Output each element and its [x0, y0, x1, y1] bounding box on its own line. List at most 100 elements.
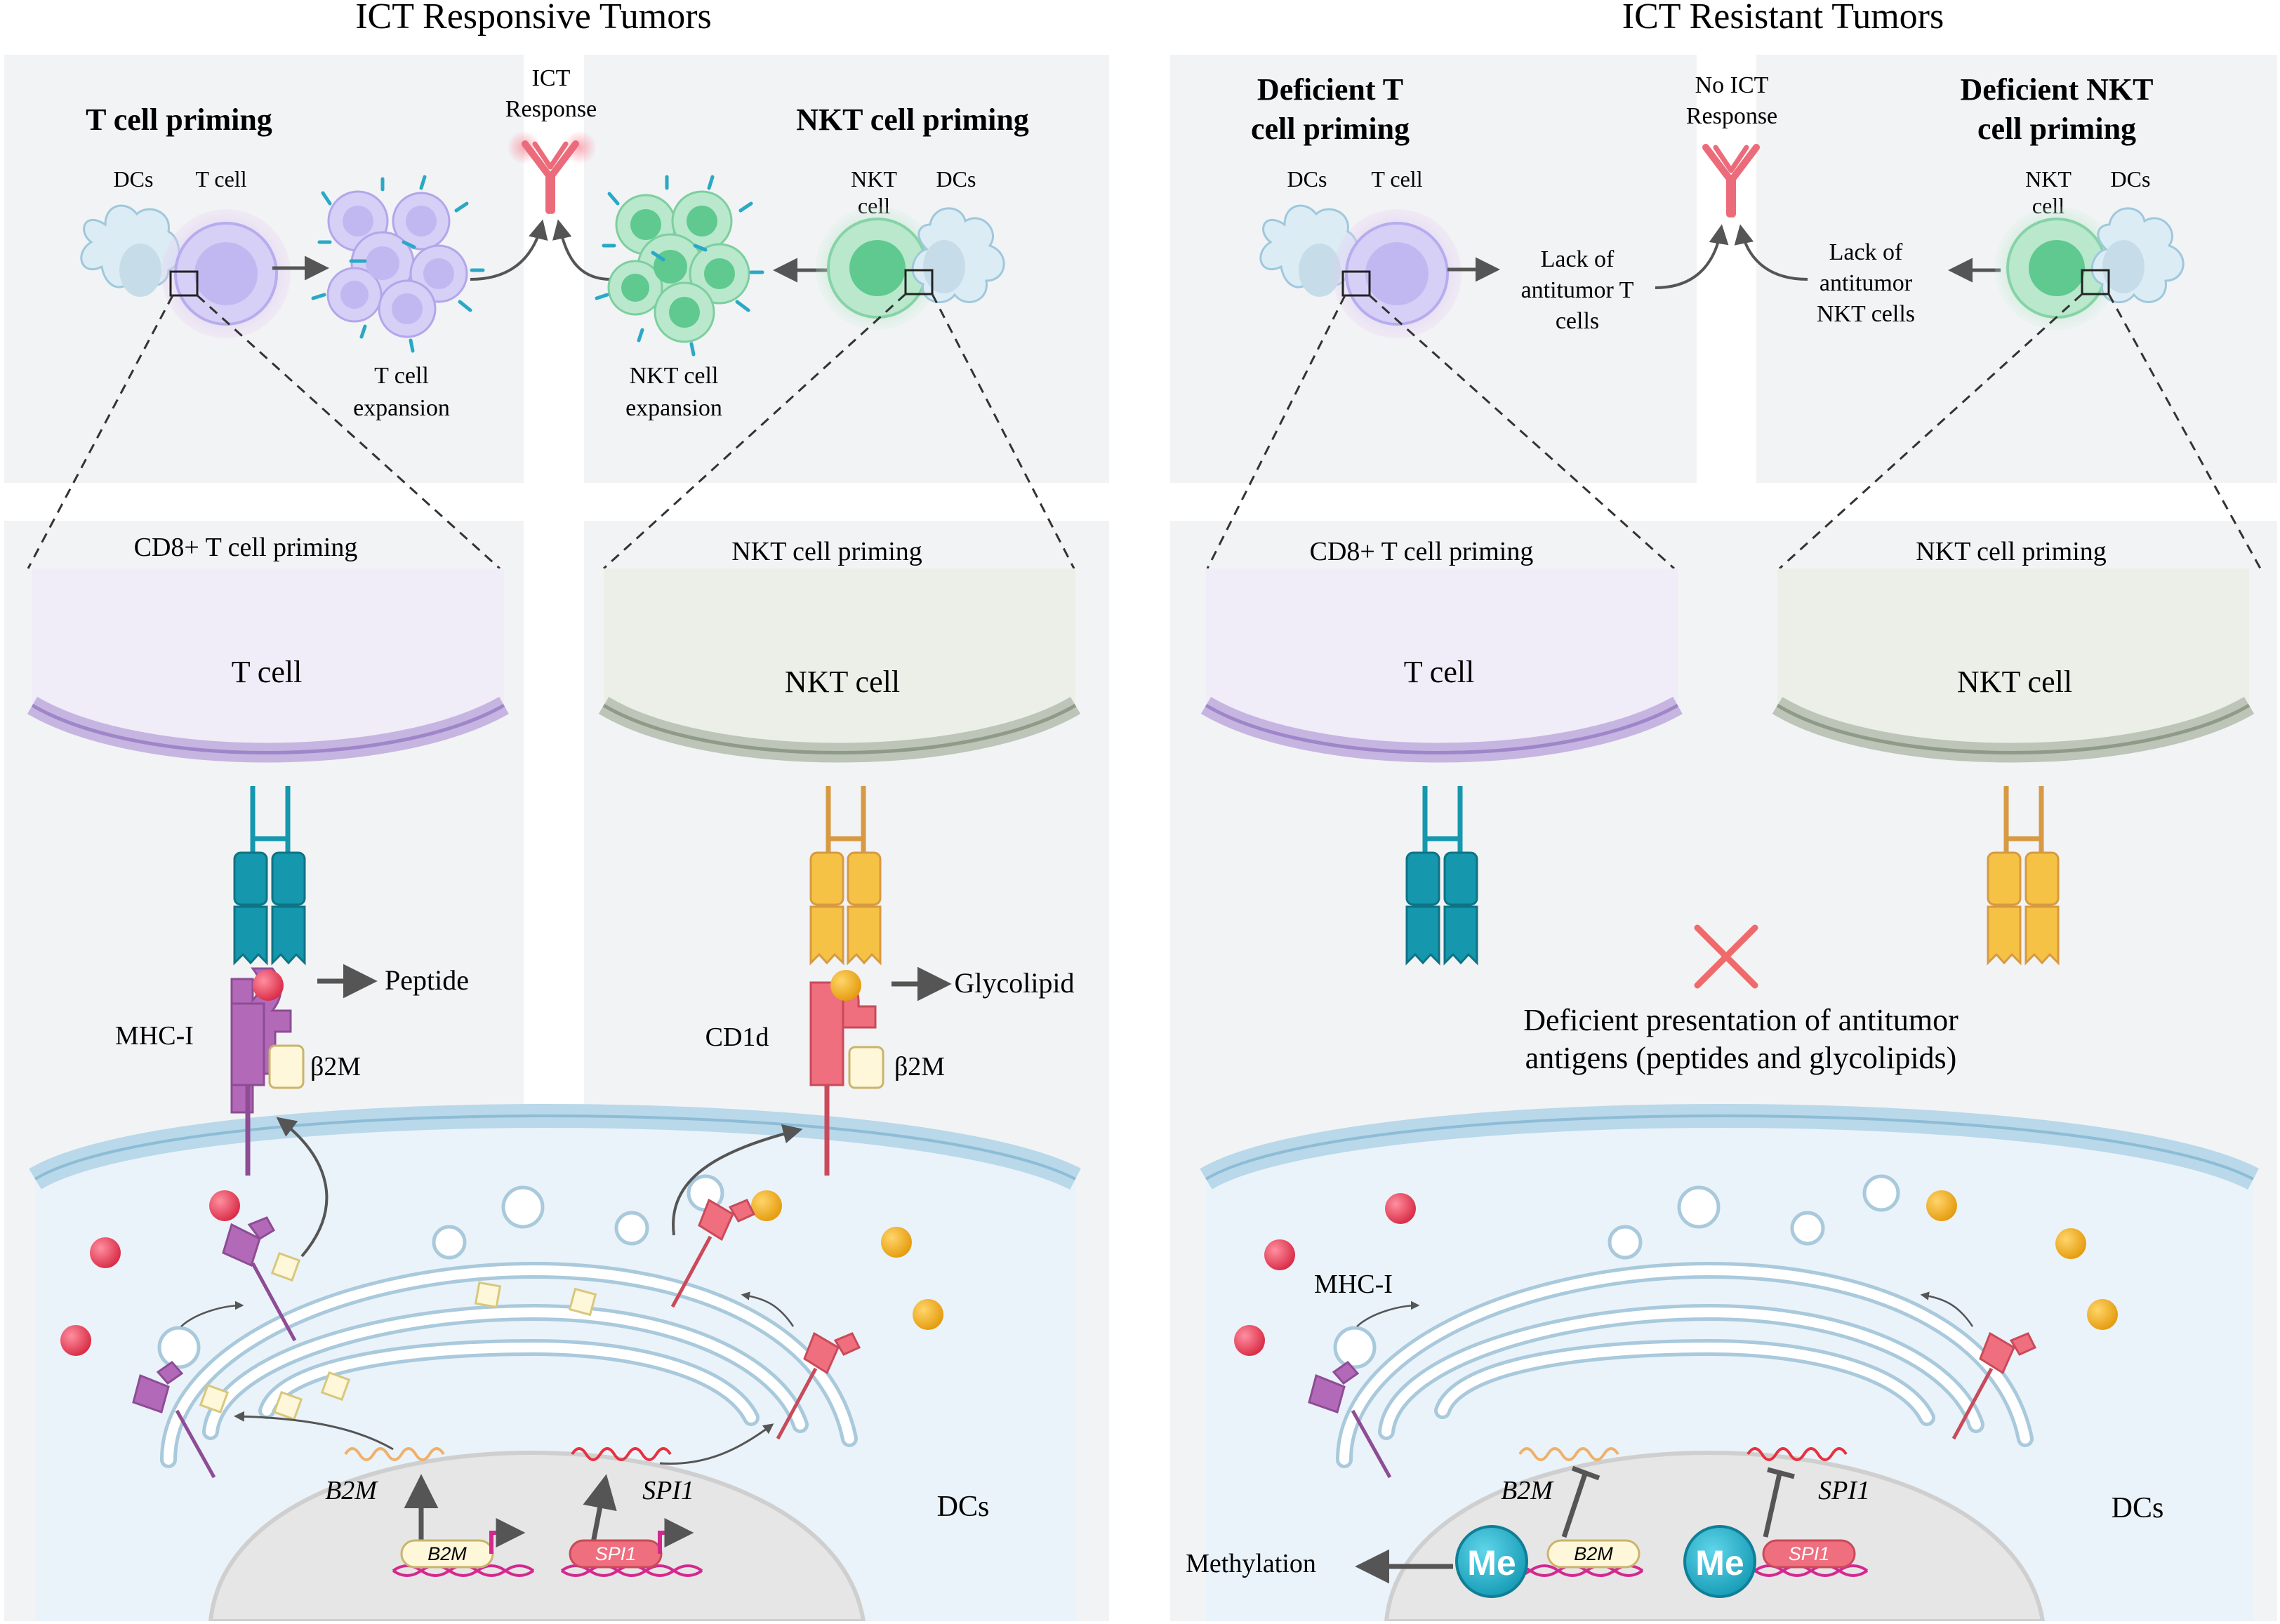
- mhc-i-small-1: [222, 1216, 297, 1342]
- lack-nkt-label-2: antitumor: [1820, 270, 1913, 296]
- spi1-gene-right: SPI1: [1818, 1476, 1870, 1505]
- b2m-mrna-left: [344, 1447, 445, 1461]
- arrow-er-to-mhc-right: [1356, 1300, 1420, 1327]
- mhc-i-small-2: [132, 1360, 216, 1479]
- t-cell-label-right-top: T cell: [1371, 166, 1422, 192]
- arrow-er-to-mhc: [180, 1300, 244, 1327]
- cd1d-receptor-left: [809, 981, 884, 1176]
- lack-nkt-label-3: NKT cells: [1817, 301, 1915, 327]
- left-top-row: T cell priming NKT cell priming DCs T ce…: [27, 65, 1075, 570]
- deficient-presentation-2: antigens (peptides and glycolipids): [1525, 1041, 1957, 1075]
- b2m-promoter-label-left: B2M: [428, 1543, 467, 1564]
- lack-t-label-1: Lack of: [1541, 246, 1615, 272]
- left-bottom-scene: B2M SPI1 B2M SPI1 DCs: [27, 568, 1081, 1621]
- zoom-lines-left: [27, 293, 1075, 570]
- nkt-cell-body-right: [1777, 568, 2249, 747]
- nkt-cell-priming-heading: NKT cell priming: [796, 102, 1029, 137]
- dendritic-cell-icon-4: [2090, 207, 2185, 304]
- spi1-promoter-right: [1762, 1539, 1856, 1569]
- dendritic-cell-icon: [80, 204, 180, 297]
- right-bottom-scene: B2M SPI1 B2M SPI1 Me Me DCs: [1200, 568, 2259, 1621]
- methyl-label-1: Me: [1467, 1543, 1516, 1583]
- no-ict-label-1: No ICT: [1695, 72, 1769, 98]
- arrow-er-to-cd1d: [741, 1291, 795, 1327]
- mhc-i-small-right: [1308, 1360, 1392, 1479]
- mhc-i-label-right: MHC-I: [1314, 1270, 1393, 1299]
- dendritic-cell-icon-2: [911, 207, 1005, 304]
- nkt-cell-body-left: [604, 568, 1075, 747]
- t-cell-purple-icon: [161, 209, 291, 338]
- b2m-gene-left: B2M: [325, 1476, 378, 1505]
- spi1-tss-arrow-left: [658, 1518, 694, 1554]
- arrow-lack-t-to-ict: [1655, 224, 1729, 289]
- deficient-t-heading-1: Deficient T: [1257, 72, 1403, 107]
- glycolipids-free-left: [751, 1190, 943, 1330]
- ict-response-label-2: Response: [505, 96, 597, 122]
- lack-nkt-label-1: Lack of: [1829, 239, 1903, 265]
- nkt-tcr-receptor-right: [1987, 786, 2060, 966]
- peptides-free-right: [1234, 1193, 1416, 1356]
- mhc-i-label-left: MHC-I: [115, 1021, 194, 1051]
- t-cell-expansion-cluster: [311, 175, 485, 353]
- arrow-t-to-ict: [470, 219, 548, 281]
- t-cell-label-left: T cell: [232, 655, 303, 689]
- nkt-cell-label-right-1: NKT: [2025, 166, 2072, 192]
- arrow-b2m-to-er: [234, 1411, 394, 1451]
- zoom-box-left: [169, 270, 199, 297]
- methyl-group-2: Me: [1683, 1525, 1756, 1598]
- zoom-box-right-2: [2081, 269, 2110, 295]
- inhibit-spi1-right: [1763, 1467, 1795, 1538]
- b2m-gene-right: B2M: [1501, 1476, 1554, 1505]
- dcs-label-bottom-right: DCs: [2112, 1492, 2164, 1524]
- deficient-nkt-heading-2: cell priming: [1977, 112, 2136, 146]
- inhibit-b2m-right: [1561, 1465, 1600, 1538]
- cd1d-small-2: [776, 1331, 861, 1440]
- spi1-mrna-right: [1747, 1447, 1848, 1461]
- tcr-receptor-left: [233, 786, 306, 966]
- right-title: ICT Resistant Tumors: [1622, 0, 1944, 36]
- peptide-label: Peptide: [385, 964, 469, 996]
- glycolipid-bound-left: [830, 970, 861, 1001]
- cross-icon: [1694, 924, 1758, 989]
- lack-t-label-2: antitumor T: [1521, 277, 1634, 303]
- vesicles-right: [1333, 1174, 1900, 1369]
- vesicles-left: [157, 1174, 724, 1369]
- methyl-group-1: Me: [1455, 1525, 1528, 1598]
- nkt-cell-label-right: NKT cell: [1957, 665, 2072, 699]
- t-cell-body-left: [32, 568, 504, 747]
- dcs-label-bottom-left: DCs: [937, 1491, 990, 1523]
- left-title: ICT Responsive Tumors: [355, 0, 712, 36]
- cd1d-small-1: [670, 1198, 756, 1308]
- arrow-spi1-to-er: [659, 1423, 774, 1465]
- t-cell-label-right: T cell: [1404, 655, 1475, 689]
- b2m-label-left-2: β2M: [894, 1052, 945, 1081]
- arrow-mhc-to-surface: [276, 1117, 329, 1258]
- lack-t-label-3: cells: [1556, 308, 1599, 334]
- nkt-cell-label-left: NKT cell: [785, 665, 900, 699]
- methylation-label: Methylation: [1186, 1549, 1316, 1578]
- antibody-icon-left: [507, 131, 597, 214]
- arrow-lack-nkt-to-ict: [1734, 224, 1808, 281]
- no-ict-label-2: Response: [1686, 103, 1777, 129]
- right-top-row: Deficient T cell priming Deficient NKT c…: [1206, 72, 2262, 570]
- arrow-nkt-to-ict: [552, 219, 611, 281]
- dc-body-left: [35, 1116, 1075, 1621]
- cd8-priming-heading-right: CD8+ T cell priming: [1310, 537, 1534, 566]
- b2m-label-left: β2M: [310, 1052, 361, 1081]
- nkt-tcr-receptor-left: [809, 786, 882, 966]
- nkt-expansion-label-2: expansion: [625, 395, 722, 421]
- nkt-expansion-label-1: NKT cell: [630, 363, 719, 389]
- arrow-er-to-cd1d-right: [1920, 1291, 1974, 1327]
- cd1d-small-right: [1951, 1331, 2037, 1440]
- arrow-cd1d-to-surface: [672, 1124, 803, 1236]
- b2m-mrna-right: [1518, 1447, 1619, 1461]
- t-cell-purple-icon-right: [1332, 209, 1462, 338]
- b2m-promoter-label-right: B2M: [1574, 1543, 1613, 1564]
- zoom-box-right: [1341, 270, 1371, 297]
- spi1-promoter-label-left: SPI1: [595, 1543, 637, 1564]
- glycolipids-free-right: [1926, 1190, 2118, 1330]
- antibody-icon-right: [1702, 144, 1760, 218]
- glycolipid-label: Glycolipid: [954, 967, 1074, 999]
- b2m-promoter-right: [1546, 1539, 1641, 1569]
